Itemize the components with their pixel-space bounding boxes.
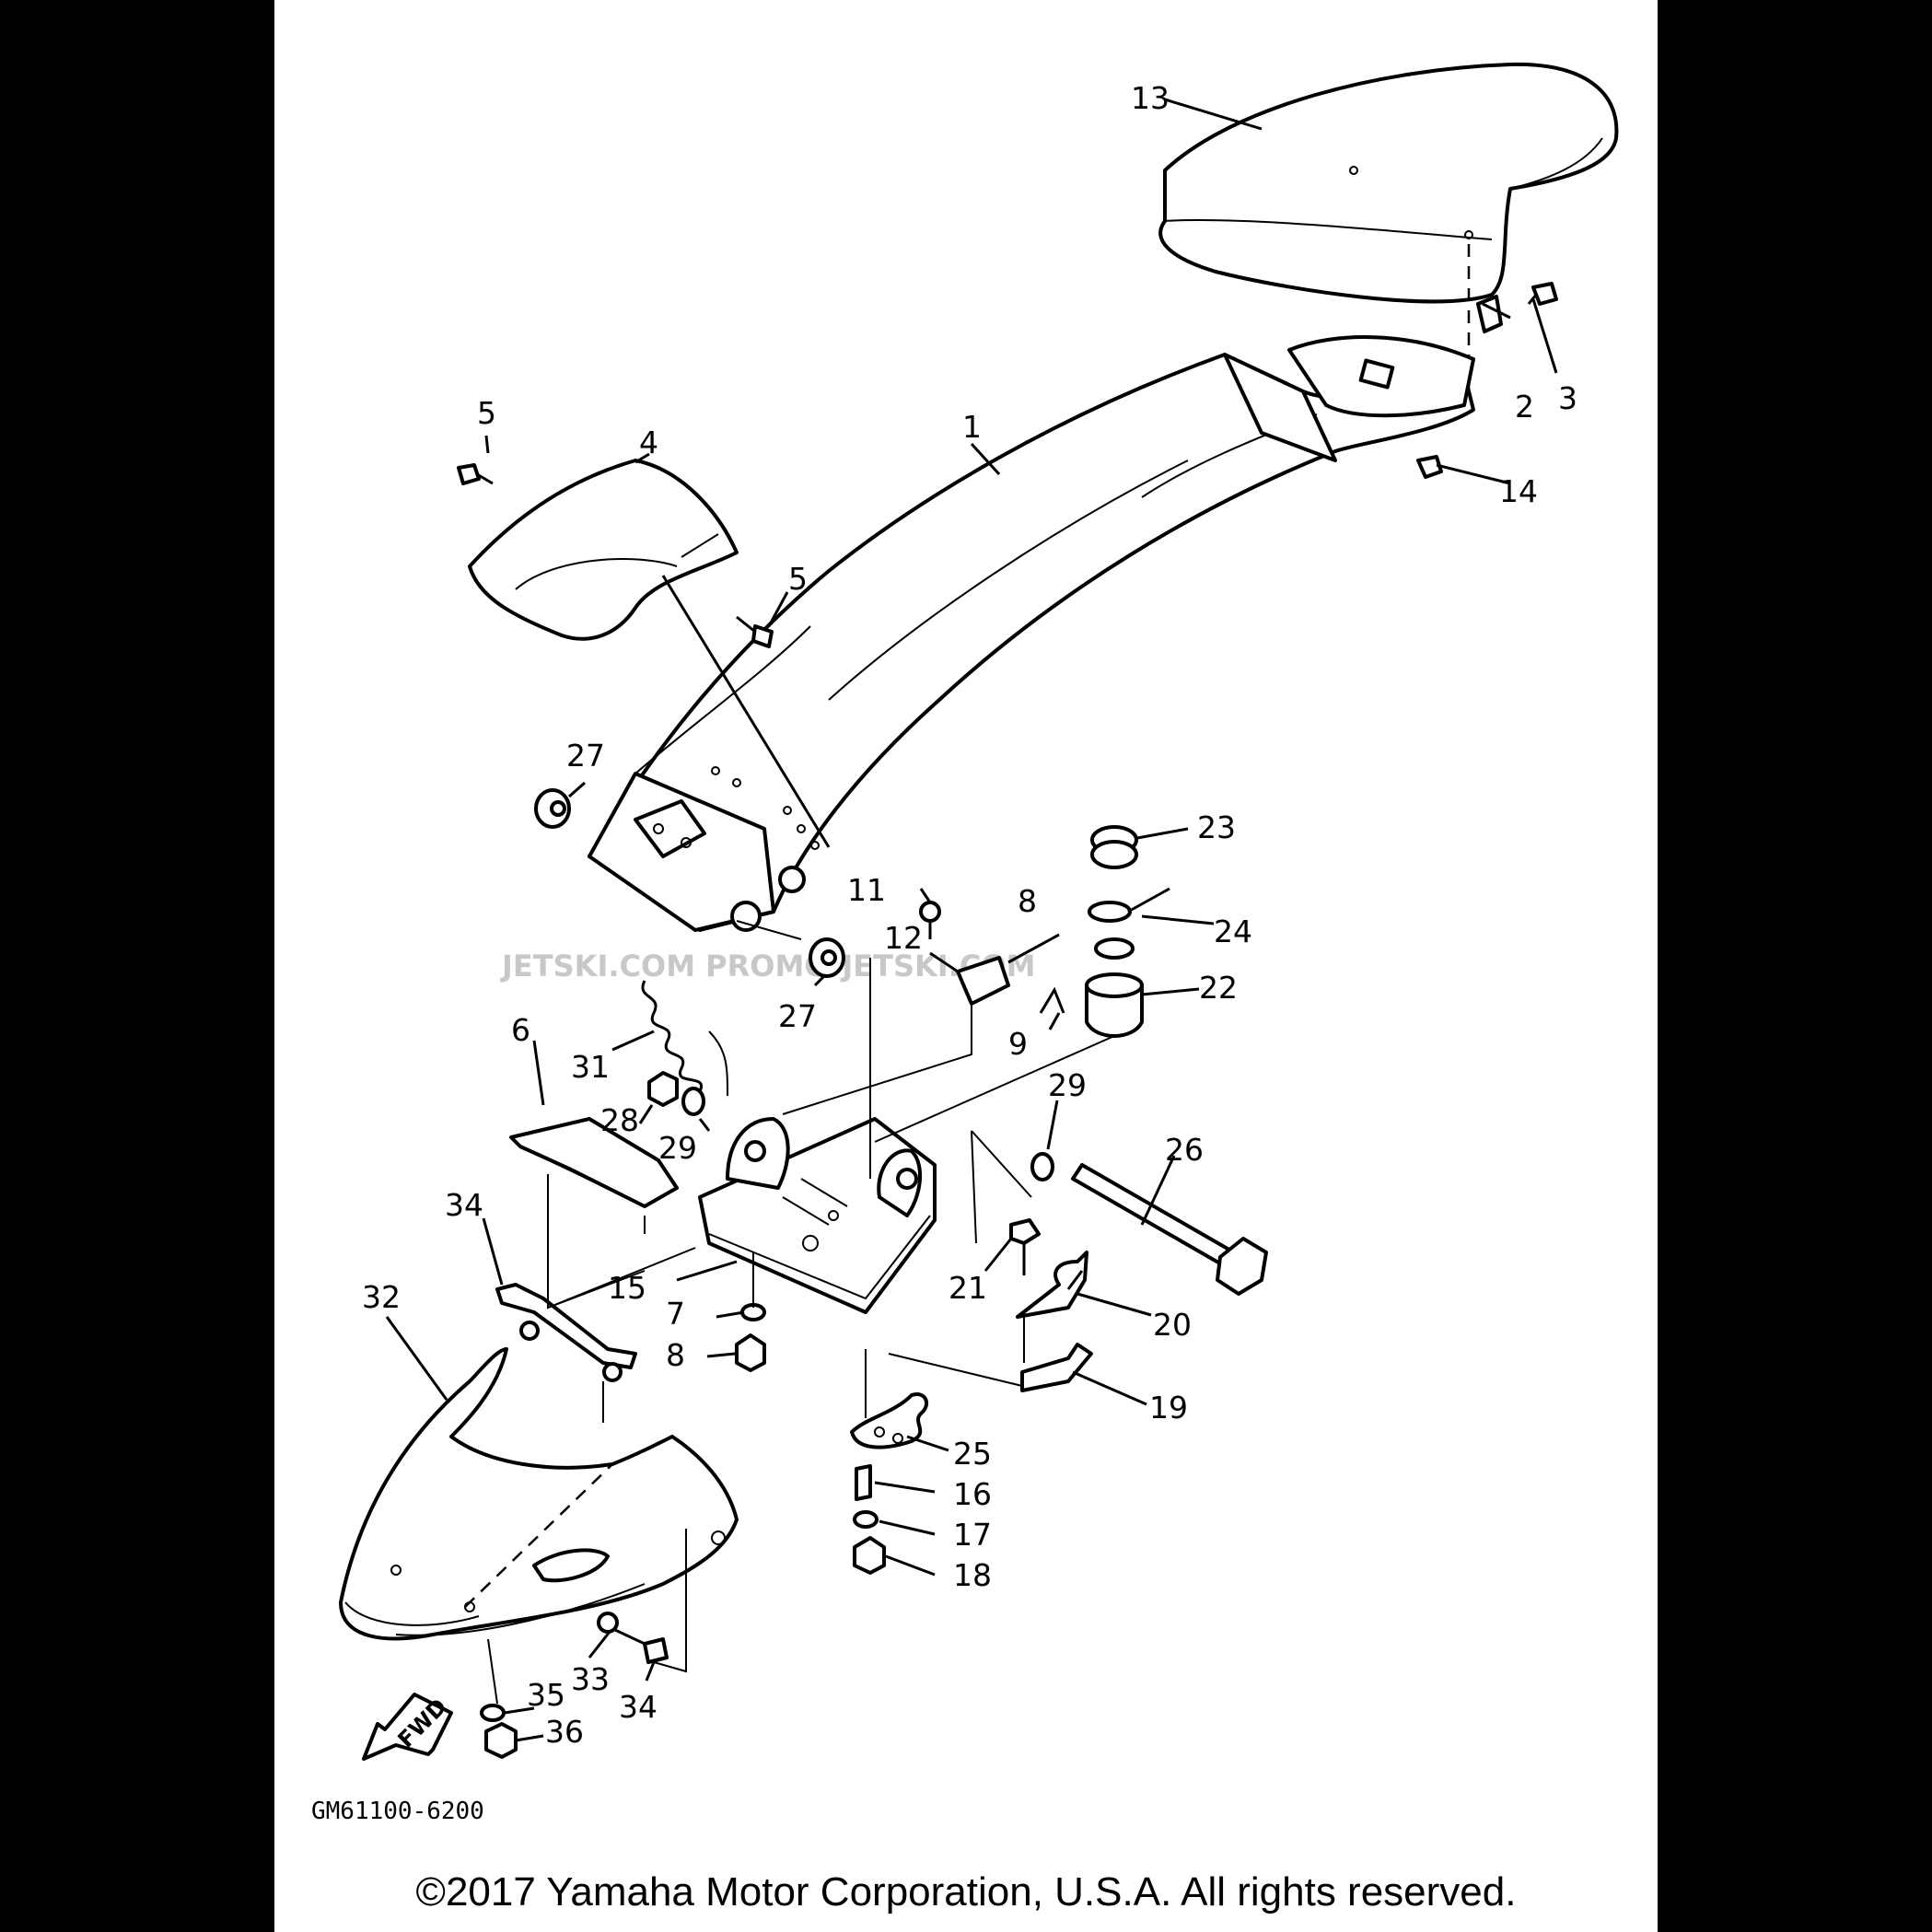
callout-32: 33: [571, 1661, 610, 1697]
callout-15: 15: [608, 1270, 646, 1306]
part-11-screw: [919, 901, 941, 939]
callout-24: 24: [1214, 914, 1252, 949]
part-3-bolt: [1527, 282, 1558, 306]
part-13-pad: [1158, 62, 1619, 396]
callout-13: 13: [1131, 80, 1170, 116]
callout-35: 35: [527, 1677, 565, 1713]
part-33-collar: [643, 1637, 669, 1664]
callout-4: 4: [639, 425, 658, 460]
callout-19: 19: [1149, 1390, 1188, 1426]
part-22-grommet: [1085, 937, 1144, 1038]
part-5-bolt-mid: [736, 615, 774, 648]
part-17-washer: [853, 1510, 879, 1529]
callout-5: 5: [477, 395, 496, 431]
leader-lines: [385, 98, 1558, 1742]
watermark: JETSKI.COM PROMO-JETSKI.COM: [500, 949, 1035, 983]
part-21-bolt: [1009, 1218, 1041, 1275]
copyright-notice: ©2017 Yamaha Motor Corporation, U.S.A. A…: [415, 1869, 1517, 1915]
callout-25: 25: [953, 1436, 992, 1472]
callout-1: 1: [962, 409, 982, 445]
part-29-washer-right: [1030, 1152, 1054, 1181]
callout-17: 17: [953, 1517, 992, 1553]
callout-28: 28: [600, 1102, 639, 1138]
part-8-nut: [735, 1333, 766, 1372]
part-16-stud: [855, 1464, 872, 1501]
part-1-handle-pole: [588, 335, 1475, 932]
part-9-plate: [956, 956, 1010, 1006]
callout-11: 11: [847, 872, 886, 908]
callout-36: 36: [545, 1714, 584, 1750]
part-19-bracket: [1020, 1343, 1093, 1392]
part-27-bushing-upper: [534, 788, 571, 829]
callout-14: 14: [1499, 473, 1538, 509]
callout-34: 34: [445, 1187, 483, 1223]
callout-16: 16: [953, 1476, 992, 1512]
callout-8: 8: [666, 1337, 685, 1373]
part-28-nut: [647, 1071, 679, 1107]
part-6-stopper: [509, 1117, 679, 1234]
callout-29b: 29: [1048, 1067, 1087, 1103]
callout-26: 26: [1165, 1132, 1204, 1168]
part-29-washer-left: [681, 1087, 705, 1116]
callout-3: 3: [1558, 380, 1577, 416]
part-24-clip: [1088, 887, 1170, 923]
callout-12: 12: [884, 920, 923, 956]
callout-23: 23: [1197, 809, 1236, 845]
part-20-bracket: [1016, 1251, 1088, 1319]
part-15-steering-bracket: [698, 1117, 937, 1314]
callout-27: 27: [566, 738, 605, 774]
callout-18: 18: [953, 1557, 992, 1593]
callout-21: 21: [949, 1270, 987, 1306]
callout-9: 8: [1018, 883, 1037, 919]
callout-27b: 27: [778, 998, 817, 1034]
callout-29: 29: [658, 1130, 697, 1166]
callout-30: 31: [571, 1049, 610, 1085]
part-36-nut: [484, 1722, 518, 1759]
part-27-bushing-lower: [809, 937, 845, 978]
part-26-bolt: [1071, 1163, 1268, 1296]
part-34-stay: [495, 1283, 637, 1382]
part-5-bolt-top: [457, 463, 494, 485]
part-35-washer: [480, 1704, 506, 1722]
callout-2: 2: [1515, 389, 1534, 425]
callout-5b: 5: [788, 561, 808, 597]
callout-33: 34: [619, 1689, 658, 1725]
callout-31: 32: [362, 1279, 401, 1315]
part-25-plate: [850, 1392, 929, 1449]
callout-6: 6: [511, 1012, 530, 1048]
callout-22: 22: [1199, 970, 1238, 1006]
callout-7: 7: [666, 1296, 685, 1332]
part-18-nut: [853, 1536, 886, 1575]
part-31-hood: [339, 1347, 739, 1641]
part-4-cover: [468, 459, 831, 848]
callout-20: 20: [1153, 1307, 1192, 1343]
part-23-cap: [1090, 825, 1138, 869]
fwd-arrow-icon: FWD: [362, 1693, 453, 1761]
diagram-code: GM61100-6200: [311, 1798, 484, 1825]
part-14-bolt: [1416, 455, 1443, 479]
part-2-clip: [1476, 295, 1503, 333]
part-30-spring: [641, 980, 728, 1097]
callout-labels: 13 1 2 3 14 5 4 5 27 23 11 8 24 12 22 27…: [362, 80, 1577, 1750]
part-10-pin: [1039, 986, 1065, 1014]
part-32-screw: [597, 1612, 646, 1646]
callout-10: 9: [1008, 1026, 1028, 1062]
